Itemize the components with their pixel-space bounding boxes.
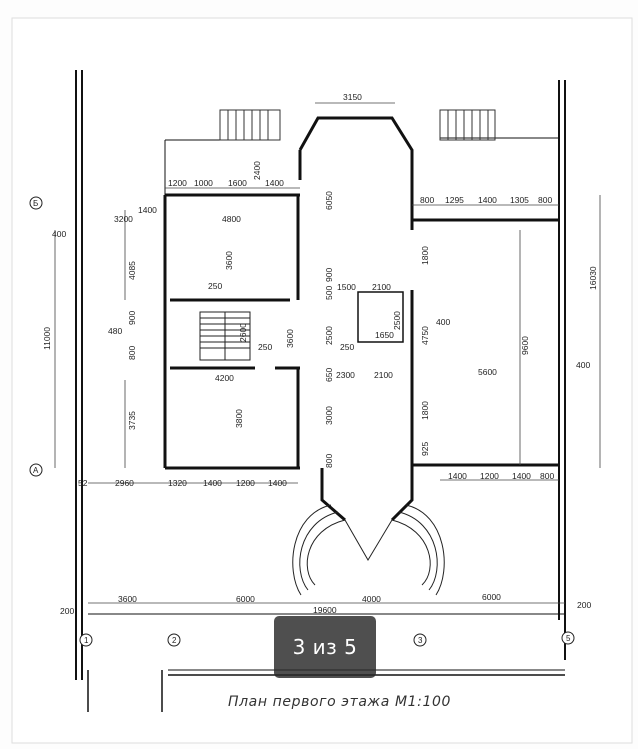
dim-4085: 4085 [127,261,137,280]
dim-4200: 4200 [215,373,234,383]
plan-caption: План первого этажа М1:100 [228,694,451,710]
dim-650: 650 [324,368,334,382]
inner-staircase [199,311,251,361]
dim-1400: 1400 [478,195,497,205]
dim-800: 800 [420,195,434,205]
dim-16030: 16030 [588,266,598,290]
dim-800a: 800 [127,346,137,360]
axis-label-1: 1 [84,636,89,645]
dim-52: 52 [78,478,88,488]
dim-1200: 1200 [480,471,499,481]
dim-9600: 9600 [520,336,530,355]
dim-3800: 3800 [234,409,244,428]
dim-1600: 1600 [228,178,247,188]
dim-200-left: 200 [60,606,74,616]
dim-900a: 900 [127,311,137,325]
dim-2500a: 2500 [324,326,334,345]
dim-3600a: 3600 [224,251,234,270]
dim-3735: 3735 [127,411,137,430]
dim-1320: 1320 [168,478,187,488]
dim-480: 480 [108,326,122,336]
dim-925: 925 [420,442,430,456]
dim-1400: 1400 [512,471,531,481]
top-steps [219,109,496,141]
axis-label-2: 2 [172,636,177,645]
dim-3600: 3600 [118,594,137,604]
dim-400c: 400 [576,360,590,370]
dim-900b: 900 [324,268,334,282]
dim-1000: 1000 [194,178,213,188]
dim-800: 800 [540,471,554,481]
dim-3000: 3000 [324,406,334,425]
dim-200-right: 200 [577,600,591,610]
dim-1400: 1400 [203,478,222,488]
dim-1800a: 1800 [420,246,430,265]
dim-3200: 3200 [114,214,133,224]
dim-2400: 2400 [252,161,262,180]
dim-1400: 1400 [448,471,467,481]
axis-label-a: А [33,466,39,475]
dim-1295: 1295 [445,195,464,205]
dim-2300: 2300 [336,370,355,380]
dim-1650: 1650 [375,330,394,340]
dim-2500b: 2500 [392,311,402,330]
axis-label-3: 3 [418,636,423,645]
dim-4750: 4750 [420,326,430,345]
page-indicator: 3 из 5 [274,616,376,678]
dim-19600: 19600 [313,605,337,615]
outer-walls [75,70,566,712]
dim-250b: 250 [258,342,272,352]
dim-4800: 4800 [222,214,241,224]
dim-6000: 6000 [236,594,255,604]
right-room [412,137,559,467]
dim-1500: 1500 [337,282,356,292]
dim-6000: 6000 [482,592,501,602]
dim-1200: 1200 [168,178,187,188]
dim-3150: 3150 [343,92,362,102]
dim-800: 800 [538,195,552,205]
dim-5600: 5600 [478,367,497,377]
dim-1400: 1400 [265,178,284,188]
dim-4000: 4000 [362,594,381,604]
dim-500: 500 [324,286,334,300]
dim-1400: 1400 [268,478,287,488]
axis-label-5: 5 [566,634,571,643]
axis-markers [29,196,575,647]
dim-1305: 1305 [510,195,529,205]
dim-400a: 400 [52,229,66,239]
dim-6050: 6050 [324,191,334,210]
dim-2600: 2600 [238,323,248,342]
dim-2100b: 2100 [374,370,393,380]
dim-250a: 250 [208,281,222,291]
dim-11000: 11000 [42,327,52,350]
dim-1200: 1200 [236,478,255,488]
dim-2100a: 2100 [372,282,391,292]
dim-400b: 400 [436,317,450,327]
dim-3600b: 3600 [285,329,295,348]
entrance-stairs [292,504,445,596]
dim-1800b: 1800 [420,401,430,420]
dim-800b: 800 [324,454,334,468]
dim-1400a: 1400 [138,205,157,215]
central-hall [298,116,414,522]
axis-label-b: Б [33,199,38,208]
dim-2960: 2960 [115,478,134,488]
dimension-lines [54,102,601,604]
dim-250c: 250 [340,342,354,352]
